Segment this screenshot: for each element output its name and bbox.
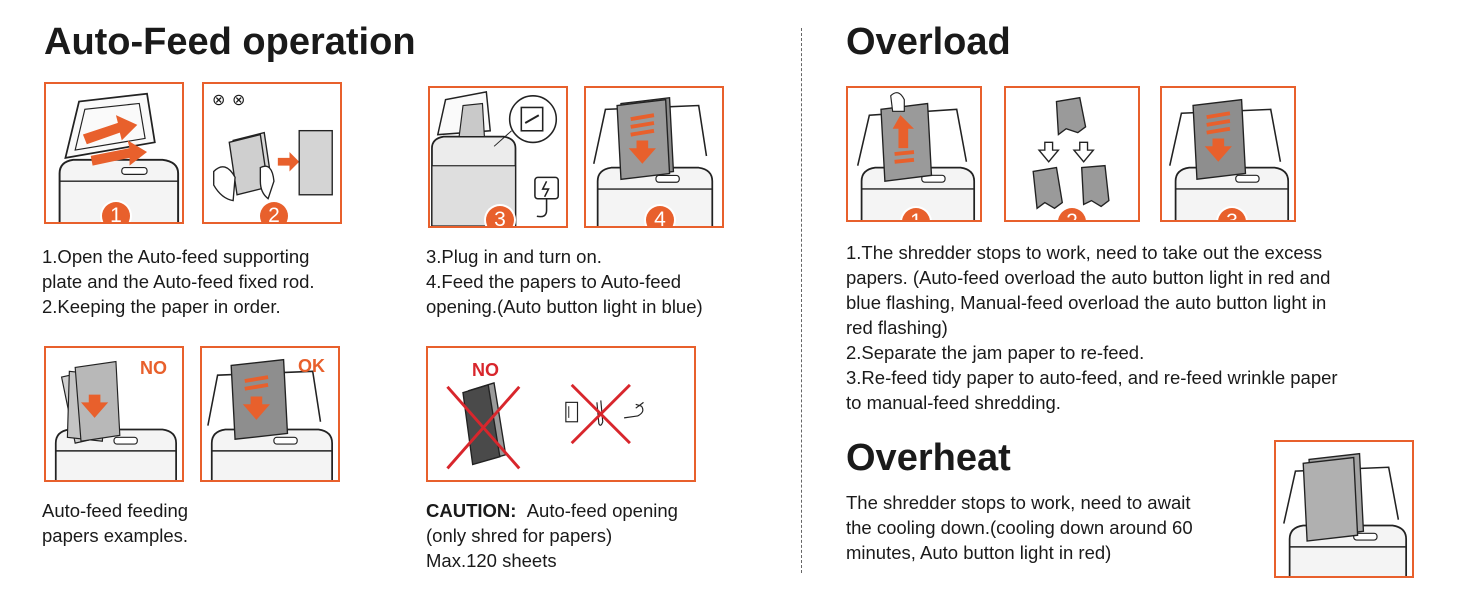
step-number-badge: 4: [646, 206, 674, 226]
instruction-line: 1.Open the Auto-feed supporting: [42, 246, 310, 267]
instruction-line: papers. (Auto-feed overload the auto but…: [846, 267, 1331, 288]
instruction-line: 3.Re-feed tidy paper to auto-feed, and r…: [846, 367, 1338, 388]
instruction-line: opening.(Auto button light in blue): [426, 296, 703, 317]
instruction-line: the cooling down.(cooling down around 60: [846, 517, 1193, 538]
overheated-shredder-icon: [1283, 452, 1408, 576]
auto-feed-step-1-illustration: 1: [44, 82, 184, 224]
instruction-line: red flashing): [846, 317, 948, 338]
feeding-example-no-illustration: NO: [44, 346, 184, 482]
caution-illustration: NO: [426, 346, 696, 482]
remove-excess-paper-icon: [856, 92, 976, 220]
separate-jam-paper-icon: [1032, 96, 1110, 210]
overheat-title: Overheat: [846, 437, 1011, 479]
instruction-line: Max.120 sheets: [426, 550, 557, 571]
instruction-line: 3.Plug in and turn on.: [426, 246, 602, 267]
step-number-badge: 3: [1218, 208, 1246, 220]
instruction-line: plate and the Auto-feed fixed rod.: [42, 271, 315, 292]
forbidden-items-icon: [446, 382, 644, 470]
auto-feed-steps-1-2-text: 1.Open the Auto-feed supporting plate an…: [42, 244, 315, 319]
feeding-example-ok-illustration: OK: [200, 346, 340, 482]
tidy-paper-stack-icon: [213, 129, 333, 202]
step-number-badge: 2: [260, 202, 288, 222]
step-number-badge: 3: [486, 206, 514, 226]
overload-title: Overload: [846, 21, 1011, 63]
instruction-line: papers examples.: [42, 525, 189, 546]
instruction-line: Auto-feed feeding: [42, 500, 189, 521]
shredder-open-lid-icon: [58, 92, 180, 222]
instruction-line: blue flashing, Manual-feed overload the …: [846, 292, 1327, 313]
auto-feed-steps-3-4-text: 3.Plug in and turn on. 4.Feed the papers…: [426, 244, 703, 319]
instruction-line: The shredder stops to work, need to awai…: [846, 492, 1191, 513]
step-number-badge: 2: [1058, 208, 1086, 220]
caution-label: CAUTION:: [426, 500, 517, 521]
step-number-badge: 1: [902, 208, 930, 220]
instruction-line: 1.The shredder stops to work, need to ta…: [846, 242, 1323, 263]
overload-step-2-illustration: 2: [1004, 86, 1140, 222]
ok-label: OK: [298, 356, 325, 376]
auto-feed-step-4-illustration: 4: [584, 86, 724, 228]
auto-feed-step-2-illustration: ⊗ ⊗ 2: [202, 82, 342, 224]
instruction-line: 2.Separate the jam paper to re-feed.: [846, 342, 1145, 363]
caution-no-label: NO: [472, 360, 499, 380]
no-stapler-icon: ⊗: [212, 92, 226, 109]
auto-feed-examples-text: Auto-feed feeding papers examples.: [42, 498, 188, 548]
instruction-line: 4.Feed the papers to Auto-feed: [426, 271, 682, 292]
instruction-line: (only shred for papers): [426, 525, 613, 546]
instruction-line: 2.Keeping the paper in order.: [42, 296, 281, 317]
no-label: NO: [140, 358, 167, 378]
instruction-line: to manual-feed shredding.: [846, 392, 1061, 413]
auto-feed-title: Auto-Feed operation: [44, 21, 416, 63]
instruction-line: minutes, Auto button light in red): [846, 542, 1112, 563]
refeed-tidy-paper-icon: [1169, 98, 1290, 220]
overheat-illustration: [1274, 440, 1414, 578]
caution-text-line: Auto-feed opening: [526, 500, 678, 521]
caution-first-line: CAUTION: Auto-feed opening: [426, 498, 678, 523]
tidy-paper-feed-icon: [207, 358, 333, 480]
overload-step-1-illustration: 1: [846, 86, 982, 222]
auto-feed-step-3-illustration: 3: [428, 86, 568, 228]
overload-text: 1.The shredder stops to work, need to ta…: [846, 240, 1338, 415]
feed-paper-icon: [593, 96, 714, 226]
caution-text: CAUTION: Auto-feed opening (only shred f…: [426, 498, 678, 573]
column-divider: [801, 28, 802, 573]
step-number-badge: 1: [102, 202, 130, 222]
messy-paper-feed-icon: [54, 360, 177, 480]
no-paper-clip-icon: ⊗: [232, 92, 246, 109]
overheat-text: The shredder stops to work, need to awai…: [846, 490, 1193, 565]
overload-step-3-illustration: 3: [1160, 86, 1296, 222]
